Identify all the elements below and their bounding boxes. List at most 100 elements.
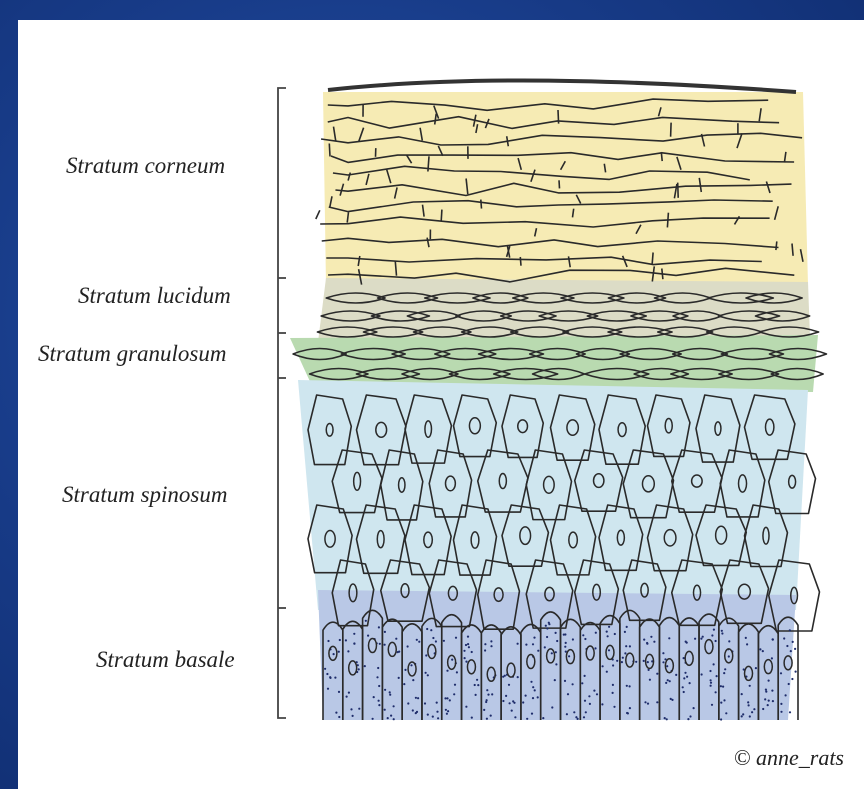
basale-dot: [662, 661, 664, 663]
basale-dot: [367, 635, 369, 637]
basale-dot: [426, 628, 428, 630]
basale-dot: [348, 692, 350, 694]
basale-dot: [693, 707, 695, 709]
basale-dot: [792, 641, 794, 643]
basale-dot: [446, 670, 448, 672]
basale-dot: [407, 702, 409, 704]
basale-dot: [795, 671, 797, 673]
basale-dot: [710, 685, 712, 687]
basale-dot: [444, 697, 446, 699]
basale-dot: [665, 682, 667, 684]
basale-dot: [465, 661, 467, 663]
corneum-cell-edge: [667, 213, 668, 228]
corneum-cell-edge: [662, 269, 663, 280]
basale-dot: [612, 692, 614, 694]
basale-dot: [724, 668, 726, 670]
basale-dot: [771, 657, 773, 659]
basale-dot: [701, 673, 703, 675]
basale-dot: [789, 711, 791, 713]
basale-dot: [629, 685, 631, 687]
basale-dot: [753, 708, 755, 710]
basale-dot: [372, 718, 374, 720]
basale-dot: [768, 700, 770, 702]
basale-dot: [656, 673, 658, 675]
basale-dot: [418, 641, 420, 643]
basale-dot: [585, 711, 587, 713]
basale-dot: [346, 696, 348, 698]
basale-dot: [554, 679, 556, 681]
basale-dot: [622, 657, 624, 659]
basale-dot: [713, 629, 715, 631]
basale-dot: [626, 626, 628, 628]
basale-dot: [432, 716, 434, 718]
basale-dot: [475, 694, 477, 696]
basale-dot: [485, 701, 487, 703]
basale-dot: [532, 643, 534, 645]
basale-dot: [533, 637, 535, 639]
basale-dot: [748, 704, 750, 706]
basale-dot: [741, 715, 743, 717]
basale-dot: [669, 680, 671, 682]
basale-dot: [653, 641, 655, 643]
basale-dot: [390, 715, 392, 717]
epidermis-illustration: [18, 20, 864, 789]
basale-dot: [512, 700, 514, 702]
corneum-cell-edge: [678, 183, 679, 198]
basale-dot: [555, 651, 557, 653]
corneum-cell-edge: [671, 123, 672, 137]
basale-dot: [751, 711, 753, 713]
basale-dot: [427, 674, 429, 676]
basale-dot: [545, 625, 547, 627]
basale-dot: [353, 633, 355, 635]
basale-dot: [542, 717, 544, 719]
basale-dot: [339, 639, 341, 641]
basale-dot: [514, 716, 516, 718]
basale-dot: [490, 640, 492, 642]
basale-dot: [643, 639, 645, 641]
basale-dot: [667, 679, 669, 681]
basale-dot: [749, 685, 751, 687]
basale-dot: [416, 639, 418, 641]
basale-dot: [694, 638, 696, 640]
corneum-cell-edge: [329, 144, 330, 157]
basale-dot: [378, 704, 380, 706]
basale-dot: [530, 681, 532, 683]
basale-dot: [412, 679, 414, 681]
basale-dot: [608, 626, 610, 628]
basale-dot: [573, 711, 575, 713]
basale-dot: [749, 715, 751, 717]
basale-dot: [537, 696, 539, 698]
basale-dot: [424, 702, 426, 704]
basale-dot: [338, 651, 340, 653]
basale-dot: [683, 691, 685, 693]
basale-dot: [555, 632, 557, 634]
basale-dot: [682, 686, 684, 688]
basale-dot: [644, 701, 646, 703]
basale-dot: [589, 703, 591, 705]
basale-dot: [446, 697, 448, 699]
basale-dot: [647, 661, 649, 663]
basale-dot: [326, 673, 328, 675]
basale-dot: [376, 676, 378, 678]
basale-dot: [584, 700, 586, 702]
basale-dot: [379, 643, 381, 645]
basale-dot: [338, 691, 340, 693]
basale-dot: [464, 657, 466, 659]
basale-dot: [425, 654, 427, 656]
basale-dot: [378, 626, 380, 628]
basale-dot: [581, 682, 583, 684]
basale-dot: [532, 697, 534, 699]
basale-dot: [505, 695, 507, 697]
basale-dot: [465, 644, 467, 646]
basale-dot: [666, 665, 668, 667]
basale-dot: [662, 652, 664, 654]
basale-dot: [715, 640, 717, 642]
basale-dot: [768, 680, 770, 682]
corneum-cell-edge: [481, 200, 482, 209]
basale-dot: [467, 643, 469, 645]
basale-dot: [398, 677, 400, 679]
basale-dot: [377, 667, 379, 669]
basale-dot: [393, 718, 395, 720]
basale-dot: [474, 684, 476, 686]
